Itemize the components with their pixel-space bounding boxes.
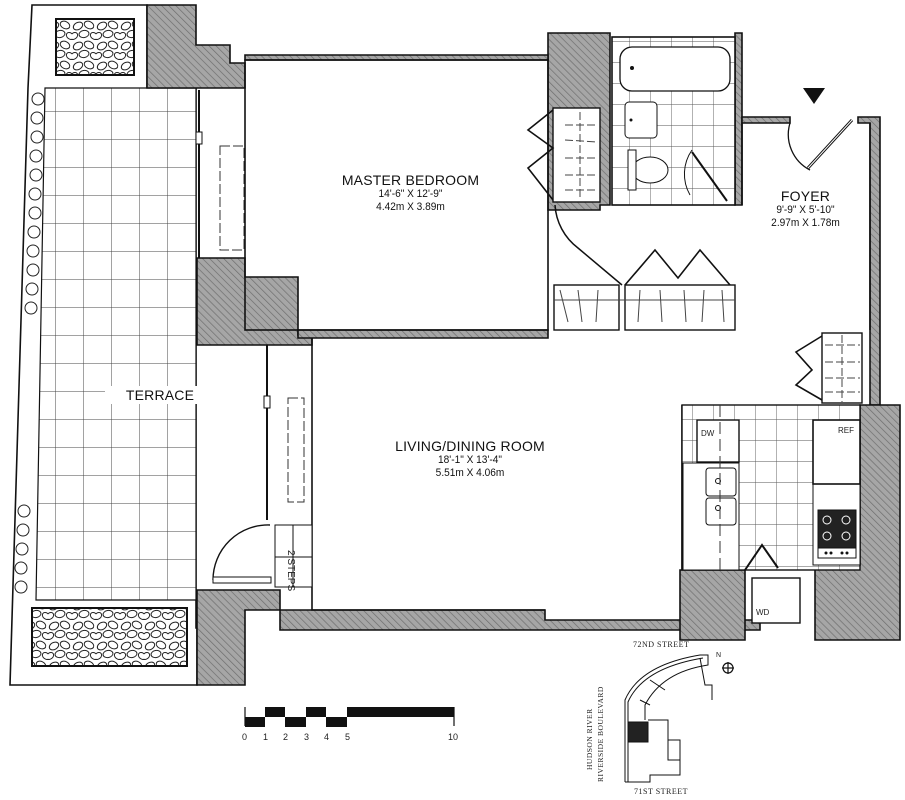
room-name: TERRACE — [125, 387, 195, 403]
terrace-planter-circles — [14, 92, 45, 594]
scale-tick-1: 1 — [263, 732, 269, 742]
key-plan-west-label-2: RIVERSIDE BOULEVARD — [596, 686, 605, 782]
foyer-entry — [787, 88, 854, 171]
room-dimensions-imperial: 14'-6" X 12'-9" — [378, 188, 443, 201]
refrigerator — [812, 419, 861, 485]
dishwasher — [696, 419, 740, 463]
washer-dryer — [751, 577, 801, 624]
room-dimensions-imperial: 18'-1" X 13'-4" — [438, 454, 502, 467]
scale-tick-0: 0 — [242, 732, 248, 742]
key-plan-south-street: 71ST STREET — [634, 787, 689, 796]
room-label-terrace: TERRACE — [105, 386, 215, 405]
key-plan-north-street: 72ND STREET — [633, 640, 690, 649]
room-label-master-bedroom: MASTER BEDROOM 14'-6" X 12'-9" 4.42m X 3… — [318, 172, 503, 213]
refrigerator-label: REF — [838, 426, 854, 435]
terrace-area — [9, 4, 305, 686]
room-name: FOYER — [780, 188, 831, 204]
room-dimensions-metric: 4.42m X 3.89m — [376, 200, 445, 213]
scale-tick-5: 5 — [345, 732, 351, 742]
entry-arrow-icon — [803, 88, 825, 104]
scale-bar — [244, 707, 455, 727]
scale-tick-10: 10 — [448, 732, 459, 742]
steps — [274, 524, 313, 588]
room-dimensions-imperial: 9'-9" X 5'-10" — [776, 204, 835, 217]
room-dimensions-metric: 5.51m X 4.06m — [435, 466, 505, 479]
steps-label: 2 STEPS — [285, 550, 296, 592]
scale-tick-2: 2 — [283, 732, 289, 742]
dishwasher-label: DW — [701, 429, 715, 438]
sink — [624, 101, 658, 139]
room-name: LIVING/DINING ROOM — [395, 438, 545, 454]
compass-icon — [722, 662, 734, 674]
washer-dryer-label: WD — [756, 608, 770, 617]
key-plan-west-label-1: HUDSON RIVER — [585, 708, 594, 770]
kitchen-sink — [705, 467, 737, 497]
room-name: MASTER BEDROOM — [341, 172, 480, 188]
key-plan — [624, 654, 713, 783]
kitchen — [681, 404, 861, 624]
closets — [526, 107, 863, 404]
scale-tick-3: 3 — [304, 732, 310, 742]
planter-bottom — [31, 607, 188, 667]
scale-tick-4: 4 — [324, 732, 330, 742]
toilet — [631, 156, 669, 184]
room-label-living-dining: LIVING/DINING ROOM 18'-1" X 13'-4" 5.51m… — [372, 438, 568, 479]
bathtub — [619, 46, 731, 92]
room-dimensions-metric: 2.97m X 1.78m — [771, 216, 840, 229]
compass-north-label: N — [716, 652, 722, 659]
bathroom — [611, 36, 736, 206]
room-label-foyer: FOYER 9'-9" X 5'-10" 2.97m X 1.78m — [748, 188, 863, 229]
planter-top — [55, 18, 135, 76]
